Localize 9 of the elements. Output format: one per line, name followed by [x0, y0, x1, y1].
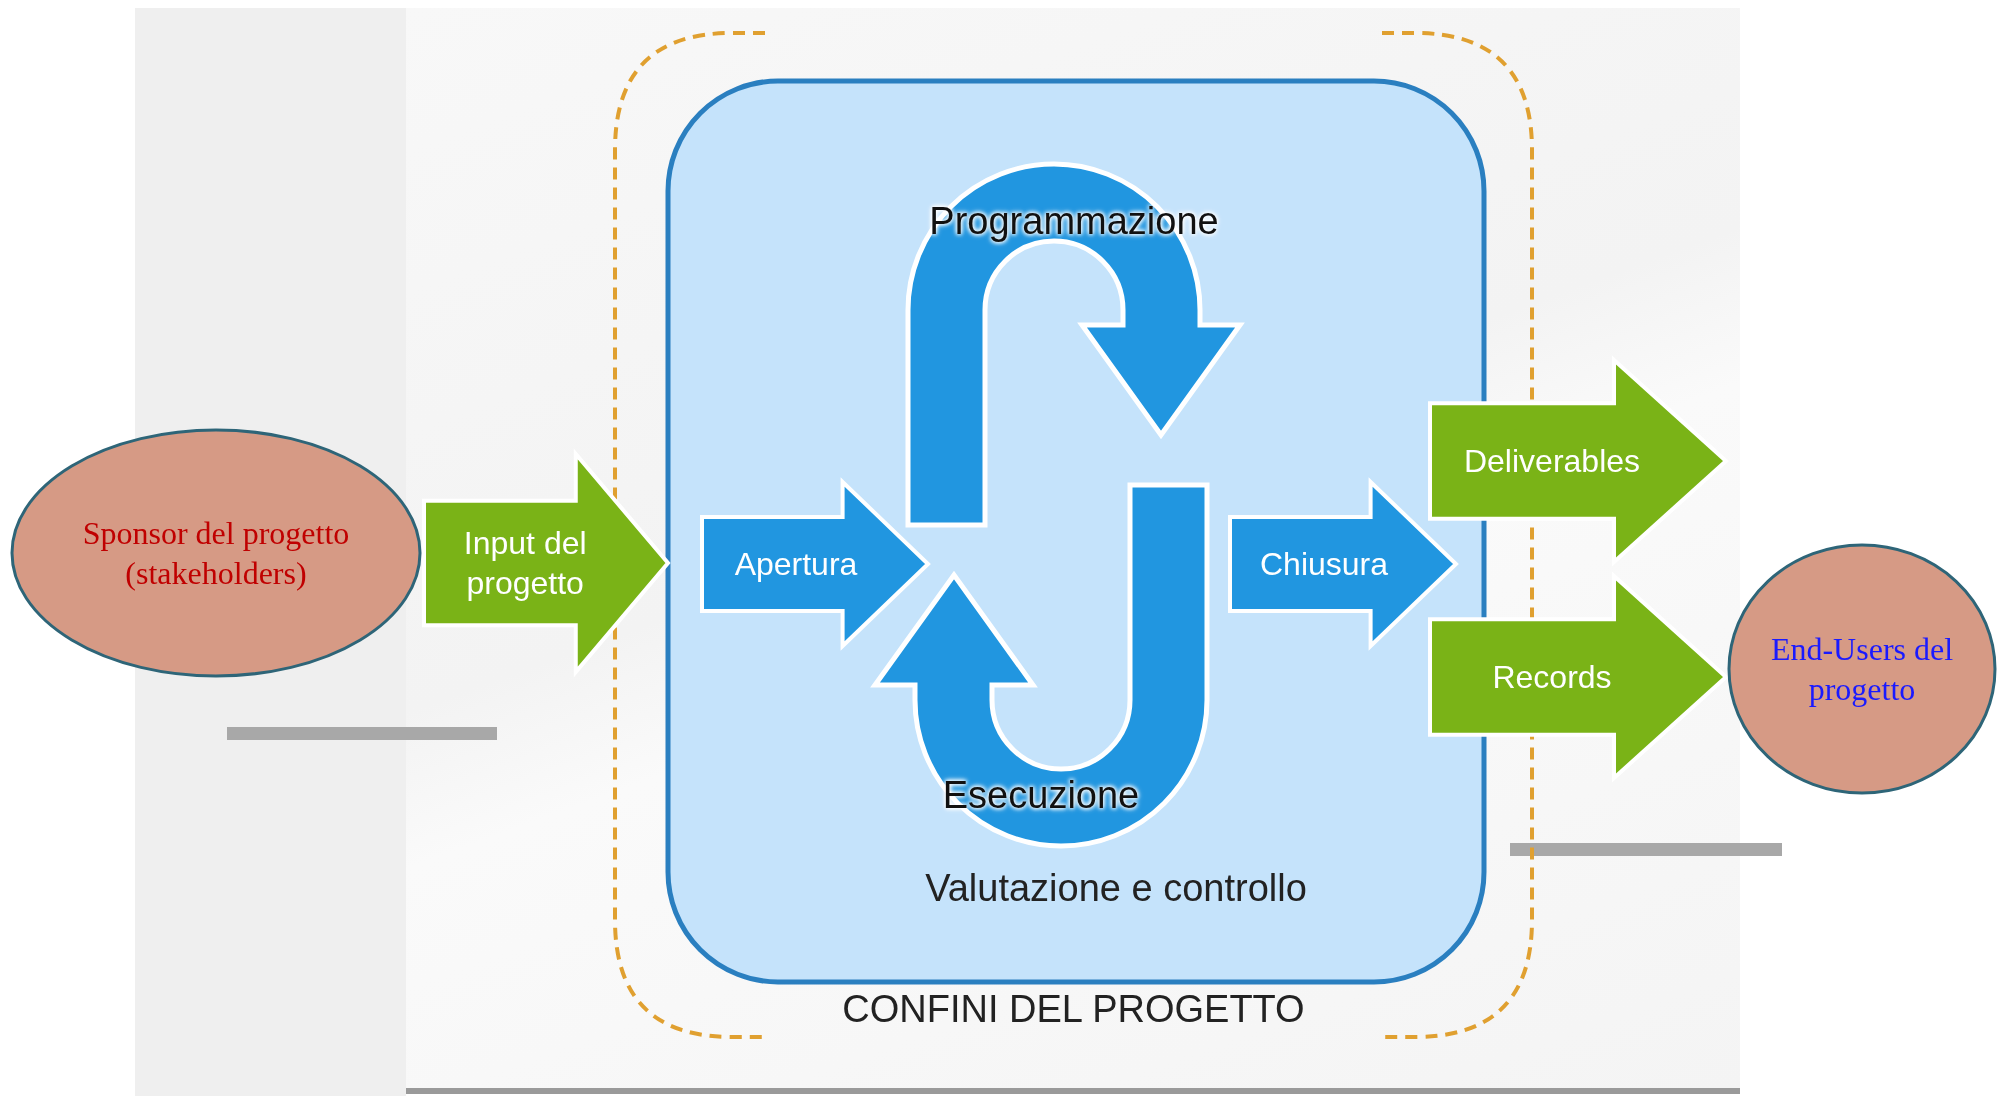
- panel-title: Valutazione e controllo: [925, 867, 1307, 909]
- node-label: Sponsor del progetto (stakeholders): [81, 514, 351, 593]
- node-label: Chiusura: [1259, 545, 1389, 584]
- node-label: Apertura: [734, 545, 858, 584]
- node-label: Deliverables: [1463, 442, 1641, 481]
- node-label: Records: [1492, 658, 1612, 697]
- boundary-title: CONFINI DEL PROGETTO: [842, 988, 1305, 1031]
- node-label: End-Users del progetto: [1769, 630, 1955, 709]
- node-label: Input del progetto: [462, 524, 588, 603]
